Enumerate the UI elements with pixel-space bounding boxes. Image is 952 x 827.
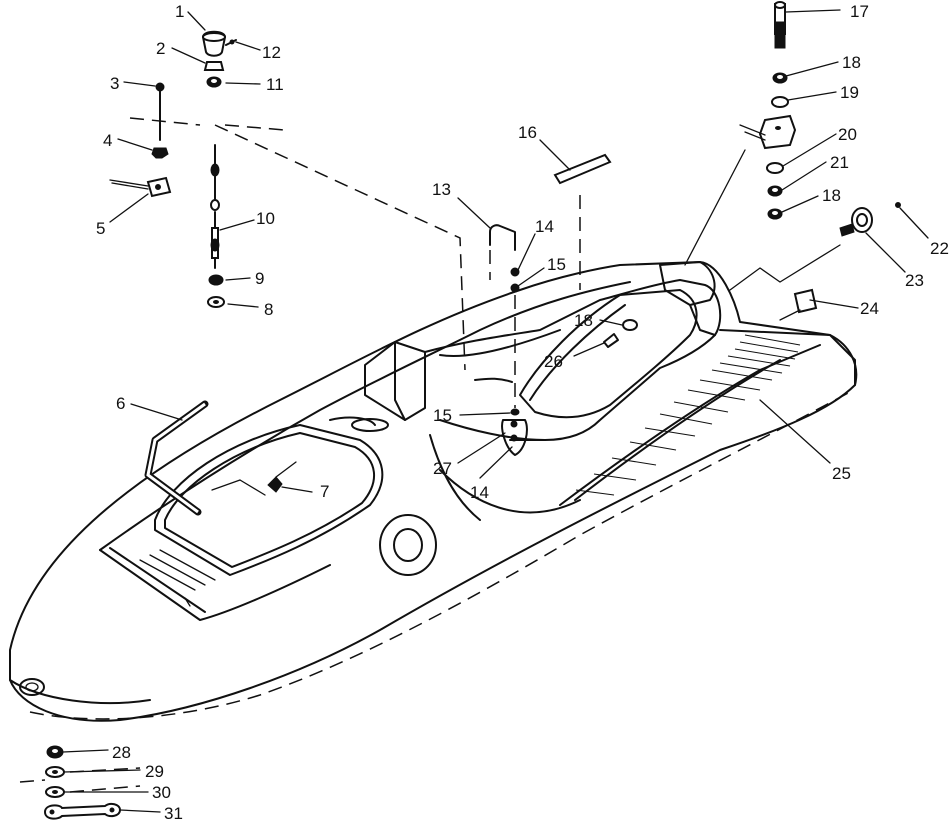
part-number-labels: 1 2 3 4 5 6 7 8 9 10 11 12 13 14 14 15 1… [96,2,949,823]
label-part-17: 17 [850,2,869,21]
part-12-screw [225,39,237,46]
label-part-15-upper: 15 [547,255,566,274]
part-4-nut [151,147,169,159]
leader-lines [62,9,929,813]
mount-bracket [739,114,797,150]
label-part-28: 28 [112,743,131,762]
part-24-decal [793,288,818,314]
part-16-trim-strip [553,153,612,185]
label-part-4: 4 [103,131,112,150]
part-26-fastener [603,333,619,348]
part-8-washer [207,296,225,308]
label-part-11: 11 [266,75,284,94]
label-part-31: 31 [164,804,183,822]
part-2-cap-base [203,61,225,71]
label-part-22: 22 [930,239,949,258]
rear-mat-hatching [575,334,801,496]
part-29-washer [45,766,65,778]
part-10-cable [210,144,220,269]
label-part-24: 24 [860,299,879,318]
part-23-drain-plug [839,207,873,237]
label-part-8: 8 [264,300,273,319]
label-part-16: 16 [518,123,537,142]
hull-outline [9,261,858,722]
label-part-12: 12 [262,43,281,62]
label-part-18-seat: 18 [574,311,593,330]
part-11-nut [206,76,222,88]
label-part-26: 26 [544,352,563,371]
part-21-nut [767,185,783,197]
label-part-18-mid: 18 [822,186,841,205]
label-part-15-lower: 15 [433,406,452,425]
part-30-washer [45,786,65,798]
part-17-stud [774,1,786,49]
label-part-1: 1 [175,2,184,21]
part-1-cap [201,30,227,57]
label-part-3: 3 [110,74,119,93]
part-18-nut-top [772,72,788,84]
part-13-bracket [489,224,516,251]
label-part-14-upper: 14 [535,217,554,236]
part-3-ball [155,82,165,141]
part-9-nut [208,274,224,286]
part-18-washer-seat [622,319,638,331]
label-part-18-top: 18 [842,53,861,72]
part-27-plate [501,419,528,456]
part-7-fastener [267,461,297,493]
assembly-lines [19,117,841,793]
part-20-washer [766,162,784,174]
label-part-25: 25 [832,464,851,483]
label-part-29: 29 [145,762,164,781]
part-14-nut-upper [510,267,520,277]
label-part-23: 23 [905,271,924,290]
part-31-link [43,802,122,820]
part-19-washer [771,96,789,108]
label-part-20: 20 [838,125,857,144]
label-part-10: 10 [256,209,275,228]
label-part-7: 7 [320,482,329,501]
label-part-21: 21 [830,153,849,172]
label-part-27: 27 [433,459,452,478]
label-part-6: 6 [116,394,125,413]
part-22-screw [895,202,901,208]
label-part-30: 30 [152,783,171,802]
part-15-washer-upper [510,283,520,293]
label-part-2: 2 [156,39,165,58]
part-18-nut-mid [767,208,783,220]
label-part-14-lower: 14 [470,483,489,502]
part-15-lower [510,408,520,416]
label-part-19: 19 [840,83,859,102]
part-5-key-lanyard [109,176,172,198]
part-28-nut [46,745,64,759]
label-part-13: 13 [432,180,451,199]
label-part-5: 5 [96,219,105,238]
label-part-9: 9 [255,269,264,288]
part-6-grab-handle [144,400,209,516]
